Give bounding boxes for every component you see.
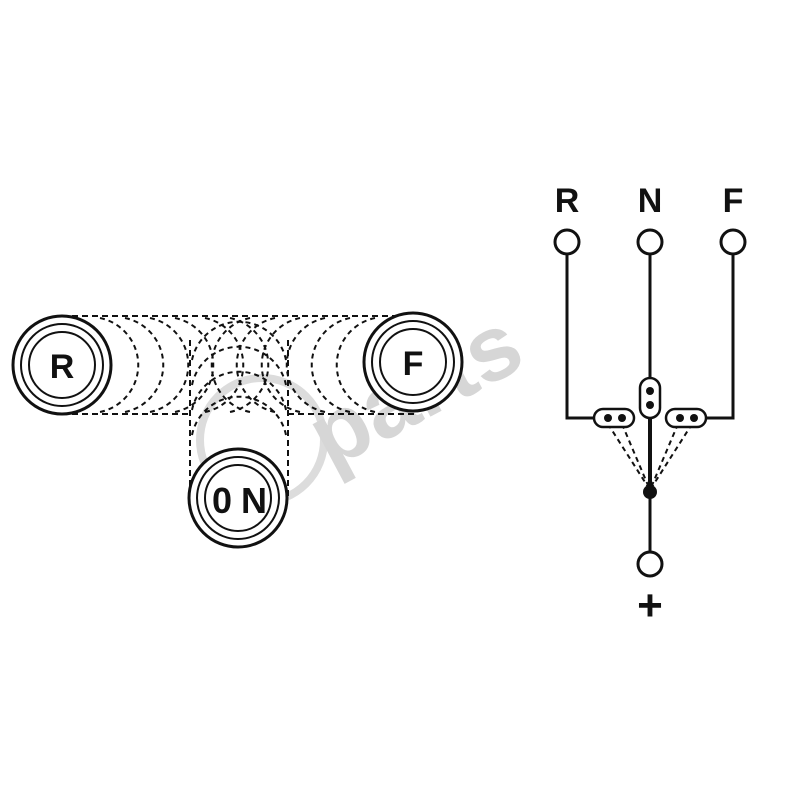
knob-r [11, 314, 113, 416]
contact-path-r2 [621, 423, 651, 491]
common-junction [643, 485, 657, 499]
terminal-r-label: R [555, 182, 580, 220]
knob-n-label: N [241, 480, 267, 521]
knob-n [187, 447, 289, 549]
ghost-arcs-down [191, 320, 287, 436]
knob-r-label: R [50, 348, 75, 386]
knob-f [362, 311, 464, 413]
terminal-f-icon [719, 228, 747, 256]
contact-r [592, 407, 636, 429]
supply-label: + [637, 581, 663, 630]
contact-f [664, 407, 708, 429]
terminal-r-icon [553, 228, 581, 256]
knob-n-prefix: 0 [212, 480, 232, 521]
switch-circuit [553, 228, 747, 578]
contact-path-f2 [649, 423, 693, 491]
terminal-supply-icon [636, 550, 664, 578]
contact-path-r [607, 423, 651, 491]
terminal-n-icon [636, 228, 664, 256]
ghost-arcs-right [210, 317, 376, 413]
knob-f-label: F [403, 345, 424, 383]
shift-pattern [11, 311, 464, 549]
terminal-n-label: N [638, 182, 663, 220]
ghost-arcs-left [99, 317, 270, 413]
contact-path-f [649, 423, 679, 491]
wire-r [565, 254, 600, 420]
terminal-f-label: F [723, 182, 744, 220]
wire-f [700, 254, 735, 420]
contact-n [638, 376, 662, 420]
